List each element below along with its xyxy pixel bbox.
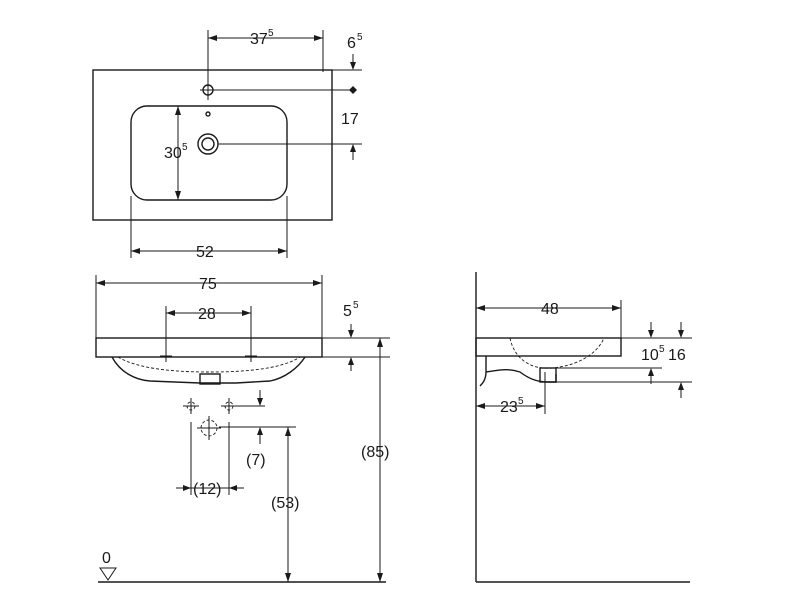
siphon-outlet <box>199 373 221 385</box>
side-view: 48 10 5 16 23 5 <box>475 272 692 583</box>
dim-overall-width: 75 <box>199 276 217 293</box>
top-view: 37 5 6 5 17 30 5 52 <box>92 28 363 261</box>
dim-drain-depth-sup: 5 <box>518 396 524 407</box>
dim-rim-height-sup: 5 <box>353 300 359 311</box>
drain-outlet-side <box>539 367 557 383</box>
overflow-hole-icon <box>205 111 211 117</box>
washbasin-outline-side <box>475 337 622 357</box>
washbasin-outline-front <box>95 337 323 358</box>
waste-connection-icon <box>197 416 221 440</box>
fixing-point-right-icon <box>245 352 257 362</box>
dim-tap-to-drain: 17 <box>341 111 359 128</box>
floor-level-icon <box>99 567 117 581</box>
basin-bowl-front <box>111 356 306 384</box>
dim-fixing-spacing: 28 <box>198 306 216 323</box>
dim-supply-offset: (7) <box>246 452 266 469</box>
dim-basin-depth-sup: 5 <box>182 142 188 153</box>
dim-basin-depth: 30 <box>164 145 182 162</box>
dim-tap-offset: 37 <box>250 31 268 48</box>
dim-tap-offset-sup: 5 <box>268 28 274 39</box>
basin-bowl-top <box>130 105 288 201</box>
dim-depth: 48 <box>541 301 559 318</box>
dim-rim-to-tap: 6 <box>347 35 356 52</box>
dim-drain-height: 10 <box>641 347 659 364</box>
dim-mount-height: (85) <box>361 444 389 461</box>
dim-supply-spacing: (12) <box>193 481 221 498</box>
washbasin-outline-top <box>92 69 333 221</box>
drain-icon <box>197 133 219 155</box>
dim-drain-depth: 23 <box>500 399 518 416</box>
floor-level-label: 0 <box>102 550 111 567</box>
dim-rim-to-tap-sup: 5 <box>357 32 363 43</box>
dim-overall-height: 16 <box>668 347 686 364</box>
fixing-point-left-icon <box>160 352 172 362</box>
dim-drain-height-sup: 5 <box>659 344 665 355</box>
dim-rim-height: 5 <box>343 303 352 320</box>
dim-supply-height: (53) <box>271 495 299 512</box>
supply-connection-left-icon <box>183 398 199 414</box>
supply-connection-right-icon <box>221 398 265 414</box>
front-view: 75 28 5 5 <box>95 275 390 583</box>
dim-basin-width: 52 <box>196 244 214 261</box>
